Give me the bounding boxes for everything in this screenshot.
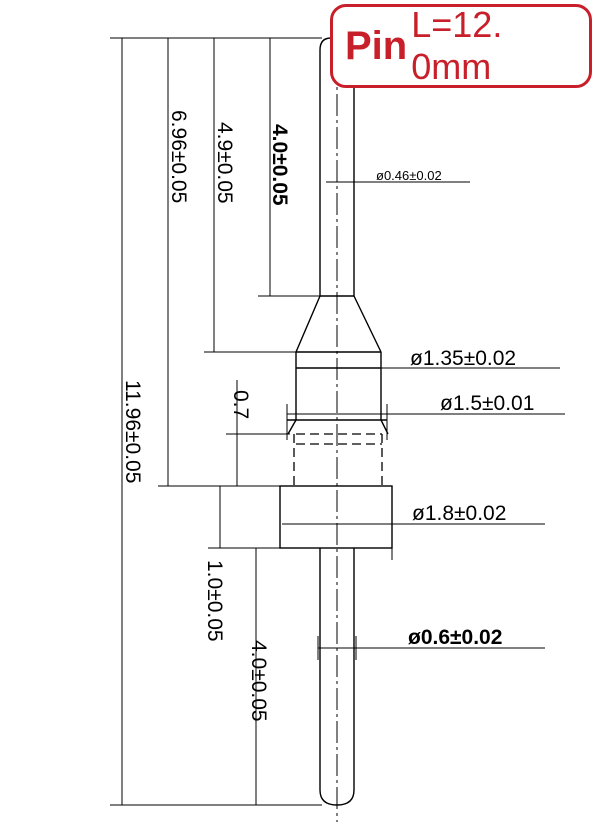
- title-box: Pin L=12. 0mm: [330, 4, 592, 88]
- dim-flange-diameter: ø1.8±0.02: [412, 502, 506, 525]
- dim-tail-length: 4.0±0.05: [247, 640, 270, 722]
- dim-shank-length: 4.0±0.05: [268, 124, 291, 206]
- dim-to-collar: 4.9±0.05: [213, 122, 236, 204]
- dim-cone-diameter: ø1.35±0.02: [410, 347, 516, 370]
- dim-total-length: 11.96±0.05: [121, 380, 144, 483]
- vertical-dimensions: [110, 37, 322, 806]
- dim-flange-thickness: 1.0±0.05: [203, 560, 226, 642]
- dim-tail-diameter: ø0.6±0.02: [408, 626, 502, 649]
- pin-outline: [279, 28, 393, 822]
- title-length: L=12. 0mm: [411, 4, 503, 87]
- dim-collar-diameter: ø1.5±0.01: [440, 392, 534, 415]
- dim-to-flange: 6.96±0.05: [167, 110, 190, 203]
- dim-shank-diameter: ø0.46±0.02: [376, 168, 442, 183]
- diameter-leaders: [282, 181, 565, 660]
- dim-collar-gap: 0.7: [229, 390, 252, 419]
- title-pin: Pin: [345, 23, 408, 68]
